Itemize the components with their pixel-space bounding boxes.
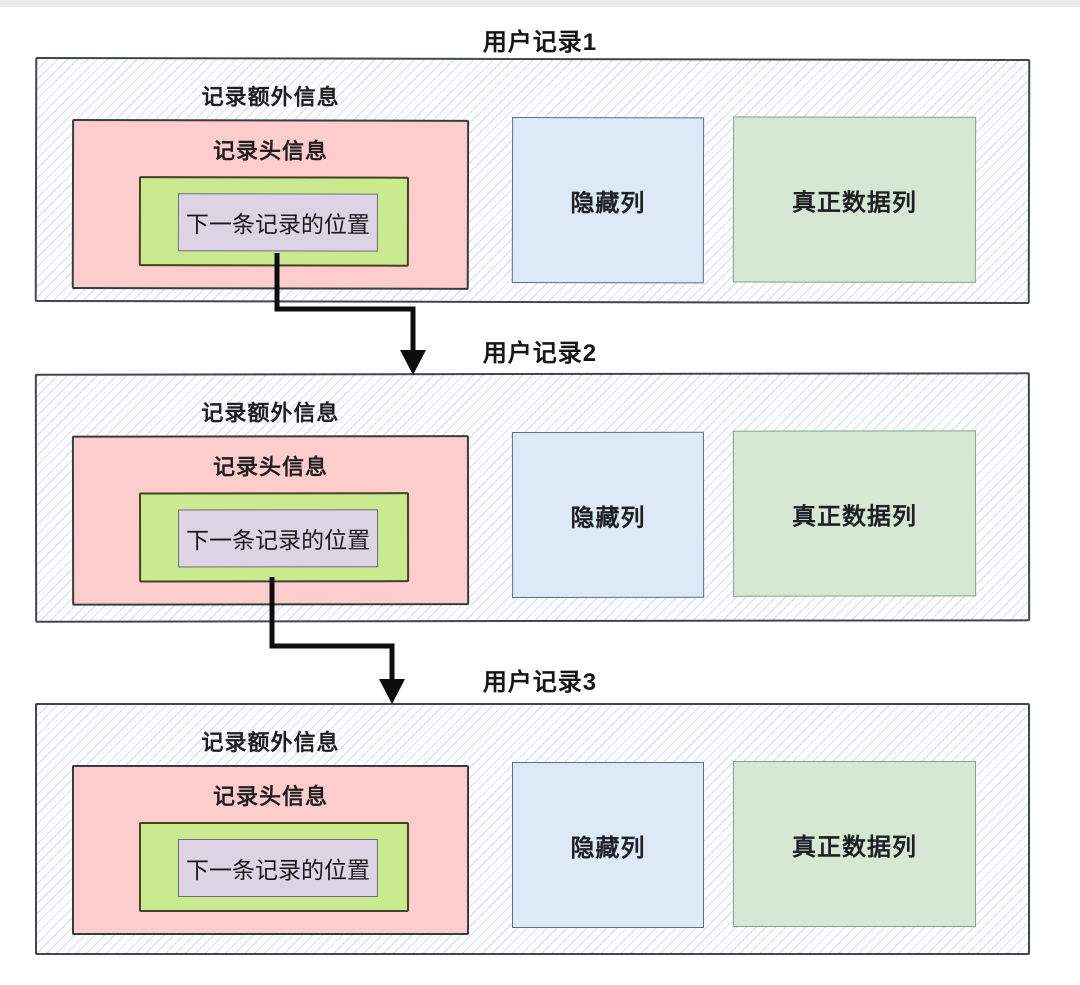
record-3-extra-info-label: 记录额外信息 [201,730,340,755]
record-3-next-pointer-box: 下一条记录的位置 [139,822,409,912]
record-2-hidden-columns-box: 隐藏列 [511,431,705,599]
record-1-hidden-columns-box: 隐藏列 [511,116,705,284]
record-3-real-data-columns-box: 真正数据列 [733,761,976,927]
record-3-title: 用户记录3 [482,669,598,696]
record-1-next-record-position: 下一条记录的位置 [177,193,378,252]
record-2-title: 用户记录2 [482,340,598,367]
record-1-extra-info-box: 记录额外信息 记录头信息 下一条记录的位置 隐藏列 真正数据列 [34,56,1031,305]
record-3-extra-info-box: 记录额外信息 记录头信息 下一条记录的位置 隐藏列 真正数据列 [35,703,1030,955]
record-2-next-pointer-box: 下一条记录的位置 [138,492,410,583]
record-3-header-box: 记录头信息 下一条记录的位置 [72,765,469,935]
record-3-header-label: 记录头信息 [212,784,328,809]
record-1-extra-info-label: 记录额外信息 [201,84,340,110]
record-3-hidden-columns-box: 隐藏列 [512,762,704,928]
record-2-header-box: 记录头信息 下一条记录的位置 [71,435,470,606]
record-2-real-data-columns-box: 真正数据列 [732,430,977,597]
record-1-header-label: 记录头信息 [213,138,329,164]
record-1-next-pointer-box: 下一条记录的位置 [138,176,410,267]
user-record-3: 用户记录3 记录额外信息 记录头信息 下一条记录的位置 隐藏列 真正数据列 [0,662,1080,957]
record-2-header-label: 记录头信息 [212,454,328,480]
record-2-next-record-position: 下一条记录的位置 [178,509,379,568]
record-1-title: 用户记录1 [482,29,598,56]
record-1-header-box: 记录头信息 下一条记录的位置 [71,119,470,290]
top-gray-strip [0,0,1080,7]
record-3-next-record-position: 下一条记录的位置 [178,839,378,897]
user-record-2: 用户记录2 记录额外信息 记录头信息 下一条记录的位置 隐藏列 真正数据列 [0,333,1080,624]
user-record-1: 用户记录1 记录额外信息 记录头信息 下一条记录的位置 隐藏列 真正数据列 [0,22,1080,305]
record-2-extra-info-label: 记录额外信息 [201,400,340,426]
record-2-extra-info-box: 记录额外信息 记录头信息 下一条记录的位置 隐藏列 真正数据列 [34,372,1031,623]
record-1-real-data-columns-box: 真正数据列 [732,116,977,283]
